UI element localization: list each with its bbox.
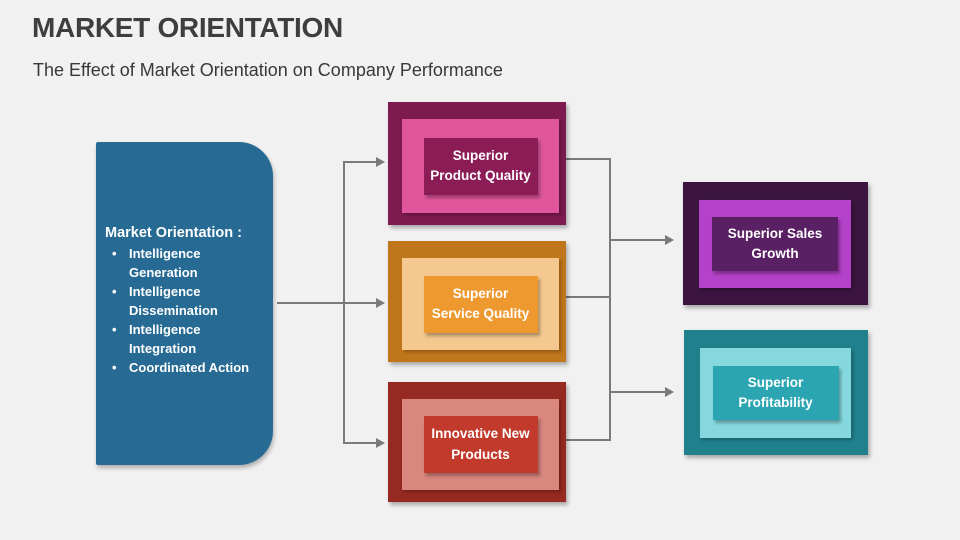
superior-sales-growth-frame: Superior Sales Growth — [699, 200, 851, 288]
bullet-item: • Coordinated Action — [105, 358, 270, 377]
arrowhead-icon — [376, 157, 385, 167]
arrowhead-icon — [665, 387, 674, 397]
superior-service-quality-frame: Superior Service Quality — [402, 258, 559, 350]
superior-profitability-frame: Superior Profitability — [700, 348, 851, 438]
bullet-text-intelligence-dissemination: Intelligence Dissemination — [129, 284, 218, 318]
connector-source-feed-line — [277, 302, 343, 304]
superior-service-quality-box: Superior Service Quality — [388, 241, 566, 362]
market-orientation-box: Market Orientation : • Intelligence Gene… — [96, 142, 273, 465]
superior-sales-growth-box: Superior Sales Growth — [683, 182, 868, 305]
superior-profitability-box: Superior Profitability — [684, 330, 868, 455]
arrowhead-icon — [376, 298, 385, 308]
superior-service-quality-label: Superior Service Quality — [423, 275, 538, 333]
connector-left-vertical-line — [343, 161, 345, 444]
arrow-line-to-new-products — [345, 442, 376, 444]
bullet-icon: • — [112, 246, 117, 261]
bullet-item: • Intelligence Integration — [105, 320, 270, 358]
bullet-item: • Intelligence Dissemination — [105, 282, 270, 320]
arrowhead-icon — [665, 235, 674, 245]
bullet-icon: • — [112, 322, 117, 337]
arrow-line-to-profitability — [611, 391, 665, 393]
bullet-text-coordinated-action: Coordinated Action — [129, 360, 250, 375]
bullet-text-intelligence-integration: Intelligence Integration — [129, 322, 201, 356]
connector-from-new-products — [566, 439, 611, 441]
innovative-new-products-label: Innovative New Products — [423, 416, 538, 473]
innovative-new-products-box: Innovative New Products — [388, 382, 566, 502]
market-orientation-heading: Market Orientation : — [105, 225, 242, 241]
arrow-line-to-product-quality — [345, 161, 376, 163]
connector-from-service-quality — [566, 296, 611, 298]
arrowhead-icon — [376, 438, 385, 448]
superior-profitability-label: Superior Profitability — [712, 366, 839, 420]
superior-product-quality-frame: Superior Product Quality — [402, 119, 559, 213]
connector-from-product-quality — [566, 158, 611, 160]
bullet-text-intelligence-generation: Intelligence Generation — [129, 246, 201, 280]
innovative-new-products-frame: Innovative New Products — [402, 399, 559, 490]
arrow-line-to-service-quality — [345, 302, 376, 304]
superior-product-quality-label: Superior Product Quality — [423, 137, 538, 195]
bullet-icon: • — [112, 360, 117, 375]
market-orientation-content: Market Orientation : • Intelligence Gene… — [105, 225, 270, 377]
superior-product-quality-box: Superior Product Quality — [388, 102, 566, 225]
superior-sales-growth-label: Superior Sales Growth — [712, 217, 838, 271]
arrow-line-to-sales-growth — [611, 239, 665, 241]
slide-title: MARKET ORIENTATION — [32, 12, 343, 43]
bullet-item: • Intelligence Generation — [105, 244, 270, 282]
bullet-icon: • — [112, 284, 117, 299]
slide-subtitle: The Effect of Market Orientation on Comp… — [33, 60, 503, 80]
connector-right-vertical-line — [609, 158, 611, 441]
